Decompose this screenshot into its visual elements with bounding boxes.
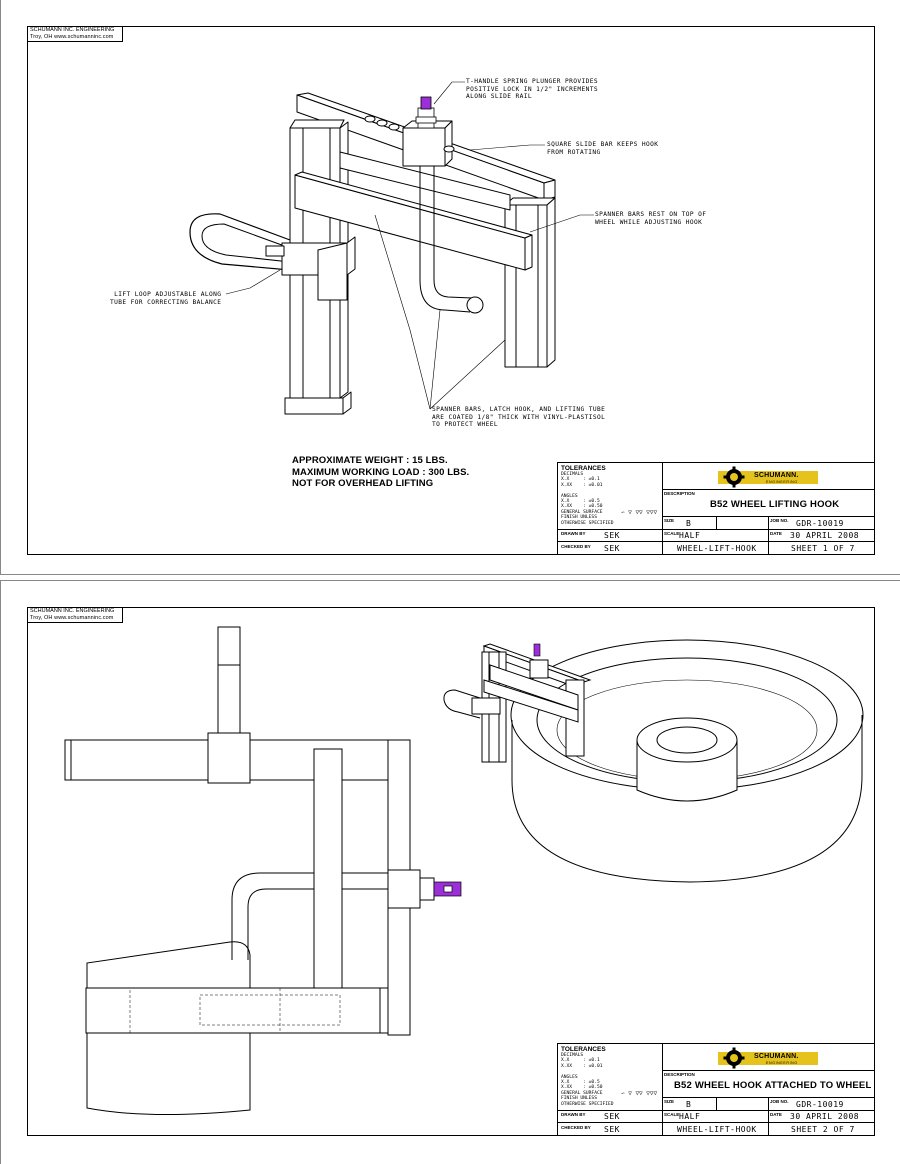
size-value: B [686,1100,692,1109]
job-label: JOB NO. [770,1099,789,1104]
spec-warning: NOT FOR OVERHEAD LIFTING [292,478,434,489]
sheet-edge [0,0,1,575]
sheet-number: SHEET 1 OF 7 [791,544,855,553]
logo-subtitle: ENGINEERING [766,1061,798,1065]
company-address: Troy, OH www.schumanninc.com [30,33,114,40]
drawing-sheet-1: SCHUMANN INC. ENGINEERING Troy, OH www.s… [0,0,900,575]
scale-value: HALF [679,531,701,540]
drawn-by-label: DRAWN BY [561,1112,586,1117]
checked-by-value: SEK [604,544,620,553]
job-number: GDR-10019 [796,1100,844,1109]
sheet-edge [0,574,900,575]
date-label: DATE [770,531,782,536]
size-label: SIZE [664,1099,675,1104]
schumann-logo: SCHUMANN. ENGINEERING [718,466,818,488]
finish-symbols: ∽ ▽ ▽▽ ▽▽▽ [621,1090,658,1097]
file-name: WHEEL-LIFT-HOOK [677,544,757,553]
logo-name: SCHUMANN. [754,1053,799,1060]
spec-weight: APPROXIMATE WEIGHT : 15 LBS. [292,455,448,466]
note-lift-loop: LIFT LOOP ADJUSTABLE ALONG TUBE FOR CORR… [110,291,222,306]
drawn-by-label: DRAWN BY [561,531,586,536]
drawing-sheet-2: SCHUMANN INC. ENGINEERING Troy, OH www.s… [0,580,900,1164]
logo-subtitle: ENGINEERING [766,480,798,484]
sheet-edge [0,580,900,581]
gear-icon [723,1047,745,1069]
drawn-by-value: SEK [604,1112,620,1121]
checked-by-label: CHECKED BY [561,1125,591,1130]
logo-name: SCHUMANN. [754,472,799,479]
size-value: B [686,519,692,528]
tolerances-title: TOLERANCES [561,1046,606,1053]
title-block: TOLERANCES DECIMALS X.X : ±0.1 X.XX : ±0… [557,1043,875,1136]
note-slide-bar: SQUARE SLIDE BAR KEEPS HOOK FROM ROTATIN… [547,141,659,156]
sheet-edge [0,580,1,1164]
drawing-frame [27,607,875,1136]
company-header: SCHUMANN INC. ENGINEERING Troy, OH www.s… [27,607,123,623]
spec-list: APPROXIMATE WEIGHT : 15 LBS. MAXIMUM WOR… [292,455,469,490]
company-name: SCHUMANN INC. ENGINEERING [30,608,115,614]
drawn-by-value: SEK [604,531,620,540]
description-label: DESCRIPTION [664,491,695,496]
scale-label: SCALE [664,1112,680,1117]
date-label: DATE [770,1112,782,1117]
checked-by-value: SEK [604,1125,620,1134]
checked-by-label: CHECKED BY [561,544,591,549]
company-name: SCHUMANN INC. ENGINEERING [30,27,115,33]
date-value: 30 APRIL 2008 [790,531,860,540]
drawing-description: B52 WHEEL HOOK ATTACHED TO WHEEL [674,1080,872,1091]
gear-icon [723,466,745,488]
tolerances-text: DECIMALS X.X : ±0.1 X.XX : ±0.01 ANGLES … [561,1053,614,1107]
job-number: GDR-10019 [796,519,844,528]
sheet-number: SHEET 2 OF 7 [791,1125,855,1134]
job-label: JOB NO. [770,518,789,523]
scale-value: HALF [679,1112,701,1121]
drawing-description: B52 WHEEL LIFTING HOOK [710,499,840,510]
size-label: SIZE [664,518,675,523]
note-plunger: T-HANDLE SPRING PLUNGER PROVIDES POSITIV… [466,78,599,100]
drawing-frame [27,26,875,555]
tolerances-text: DECIMALS X.X : ±0.1 X.XX : ±0.01 ANGLES … [561,472,614,526]
spec-max-load: MAXIMUM WORKING LOAD : 300 LBS. [292,466,470,478]
note-spanner-rest: SPANNER BARS REST ON TOP OF WHEEL WHILE … [595,211,707,226]
date-value: 30 APRIL 2008 [790,1112,860,1121]
schumann-logo: SCHUMANN. ENGINEERING [718,1047,818,1069]
note-coating: SPANNER BARS, LATCH HOOK, AND LIFTING TU… [432,406,606,428]
scale-label: SCALE [664,531,680,536]
company-address: Troy, OH www.schumanninc.com [30,614,114,621]
hook-on-wheel-drawing [64,626,864,1116]
finish-symbols: ∽ ▽ ▽▽ ▽▽▽ [621,509,658,516]
file-name: WHEEL-LIFT-HOOK [677,1125,757,1134]
title-block: TOLERANCES DECIMALS X.X : ±0.1 X.XX : ±0… [557,462,875,555]
description-label: DESCRIPTION [664,1072,695,1077]
hook-isometric-drawing [189,81,594,415]
company-header: SCHUMANN INC. ENGINEERING Troy, OH www.s… [27,26,123,42]
tolerances-title: TOLERANCES [561,465,606,472]
